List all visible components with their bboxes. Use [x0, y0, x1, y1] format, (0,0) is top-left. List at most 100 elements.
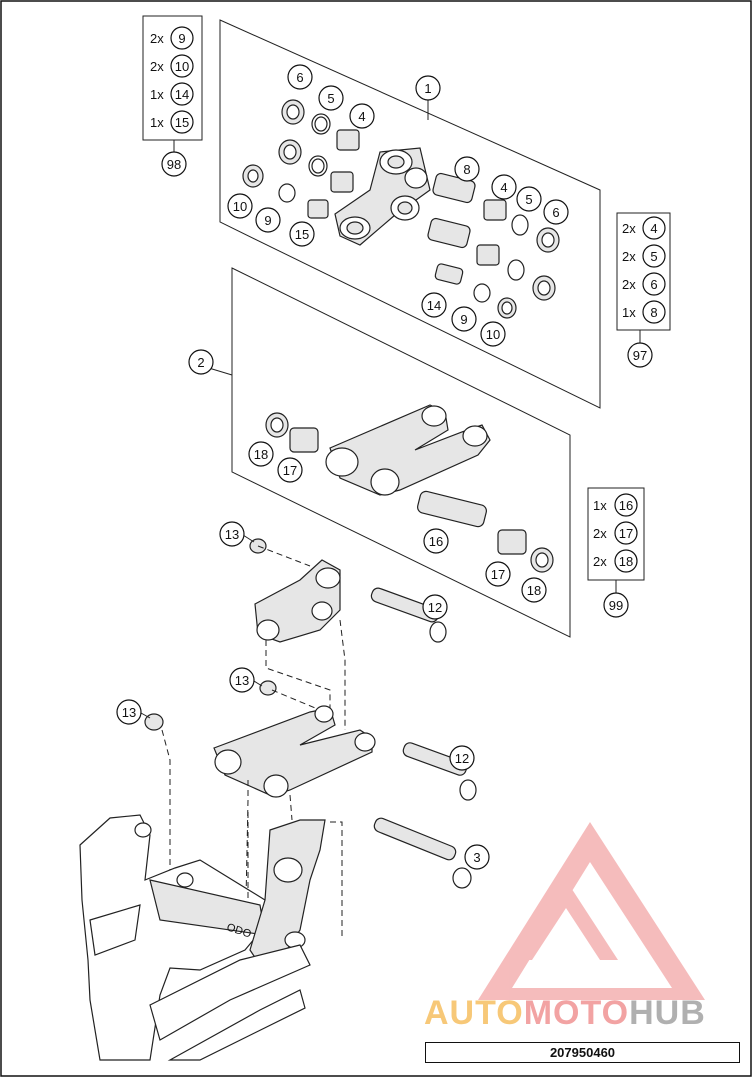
kit-99-qty-3: 2x [593, 554, 607, 569]
bolt-3 [373, 817, 472, 889]
svg-text:5: 5 [525, 192, 532, 207]
callout-1: 1 [415, 75, 441, 101]
kit-97-id: 97 [633, 348, 647, 363]
callout-4-right: 4 [491, 174, 517, 200]
callout-9-right: 9 [451, 306, 477, 332]
kit-97-part-1: 4 [650, 221, 657, 236]
callout-5-right: 5 [516, 186, 542, 212]
svg-text:9: 9 [264, 213, 271, 228]
nut-13-middle [259, 680, 277, 696]
callout-13-left: 13 [116, 699, 142, 725]
assembled-lever [249, 538, 341, 643]
callout-14: 14 [421, 292, 447, 318]
callout-6: 6 [287, 64, 313, 90]
svg-text:2: 2 [197, 355, 204, 370]
watermark-moto: MOTO [523, 994, 630, 1032]
kit-99-id: 99 [609, 598, 623, 613]
callout-10-right: 10 [480, 321, 506, 347]
callout-2: 2 [188, 349, 214, 375]
watermark-text: AUTOMOTOHUB [424, 993, 746, 1033]
svg-text:1: 1 [424, 81, 431, 96]
svg-text:18: 18 [527, 583, 541, 598]
callout-4: 4 [349, 103, 375, 129]
kit-98-qty-1: 2x [150, 31, 164, 46]
bolt-middle [402, 742, 477, 801]
kit-97-qty-4: 1x [622, 305, 636, 320]
callout-6-right: 6 [543, 199, 569, 225]
kit-97-qty-3: 2x [622, 277, 636, 292]
kit-box-98: 2x 9 2x 10 1x 14 1x 15 98 [142, 15, 203, 177]
kit-98-part-4: 15 [175, 115, 189, 130]
kit-97-part-2: 5 [650, 249, 657, 264]
callout-17-left: 17 [277, 457, 303, 483]
kit-97-qty-1: 2x [622, 221, 636, 236]
kit-97-qty-2: 2x [622, 249, 636, 264]
svg-text:13: 13 [122, 705, 136, 720]
svg-text:6: 6 [552, 205, 559, 220]
assembled-linkage [213, 705, 376, 798]
callout-15: 15 [289, 221, 315, 247]
svg-text:16: 16 [429, 534, 443, 549]
kit-98-id: 98 [167, 157, 181, 172]
watermark-auto: AUTO [424, 994, 524, 1032]
callout-10-left: 10 [227, 193, 253, 219]
callout-13-middle: 13 [229, 667, 255, 693]
kit-panel-1 [219, 19, 601, 409]
svg-text:3: 3 [473, 850, 480, 865]
callout-17-right: 17 [485, 561, 511, 587]
svg-text:18: 18 [254, 447, 268, 462]
kit-99-qty-1: 1x [593, 498, 607, 513]
svg-text:17: 17 [283, 463, 297, 478]
svg-text:10: 10 [233, 199, 247, 214]
kit-97-part-4: 8 [650, 305, 657, 320]
kit-98-part-3: 14 [175, 87, 189, 102]
kit-98-qty-3: 1x [150, 87, 164, 102]
linkage-part-2 [325, 404, 491, 496]
callout-16: 16 [423, 528, 449, 554]
svg-text:10: 10 [486, 327, 500, 342]
callout-18-right: 18 [521, 577, 547, 603]
kit-99-part-1: 16 [619, 498, 633, 513]
swingarm-frame: ODO [79, 814, 326, 1061]
kit-98-part-2: 10 [175, 59, 189, 74]
kit-98-part-1: 9 [178, 31, 185, 46]
callouts: 1 6 5 4 8 4 5 6 10 9 15 14 9 10 2 18 17 … [116, 64, 569, 870]
kit-98-qty-4: 1x [150, 115, 164, 130]
kit-98-qty-2: 2x [150, 59, 164, 74]
svg-text:13: 13 [225, 527, 239, 542]
kit-97-part-3: 6 [650, 277, 657, 292]
bolt-upper [370, 587, 447, 643]
callout-12-top: 12 [422, 594, 448, 620]
svg-text:15: 15 [295, 227, 309, 242]
callout-5: 5 [318, 85, 344, 111]
svg-text:14: 14 [427, 298, 441, 313]
svg-text:4: 4 [358, 109, 365, 124]
svg-text:12: 12 [428, 600, 442, 615]
part-number-label: 207950460 [425, 1042, 740, 1063]
callout-8: 8 [454, 156, 480, 182]
svg-text:13: 13 [235, 673, 249, 688]
svg-text:4: 4 [500, 180, 507, 195]
watermark-logo [478, 822, 705, 1000]
lever-part-1 [334, 147, 431, 246]
watermark-hub: HUB [629, 994, 706, 1032]
seals-bearings-right [427, 172, 560, 319]
callout-3: 3 [464, 844, 490, 870]
kit-99-part-2: 17 [619, 526, 633, 541]
svg-text:6: 6 [296, 70, 303, 85]
callout-13-top: 13 [219, 521, 245, 547]
kit-panel-2 [231, 267, 571, 638]
svg-text:17: 17 [491, 567, 505, 582]
seals-bearings-left [242, 99, 360, 219]
kit-99-part-3: 18 [619, 554, 633, 569]
svg-text:8: 8 [463, 162, 470, 177]
svg-text:12: 12 [455, 751, 469, 766]
callout-18-left: 18 [248, 441, 274, 467]
svg-text:9: 9 [460, 312, 467, 327]
kit-box-99: 1x 16 2x 17 2x 18 99 [587, 487, 645, 618]
bushings-seals-panel-2 [265, 412, 554, 573]
kit-99-qty-2: 2x [593, 526, 607, 541]
svg-text:5: 5 [327, 91, 334, 106]
